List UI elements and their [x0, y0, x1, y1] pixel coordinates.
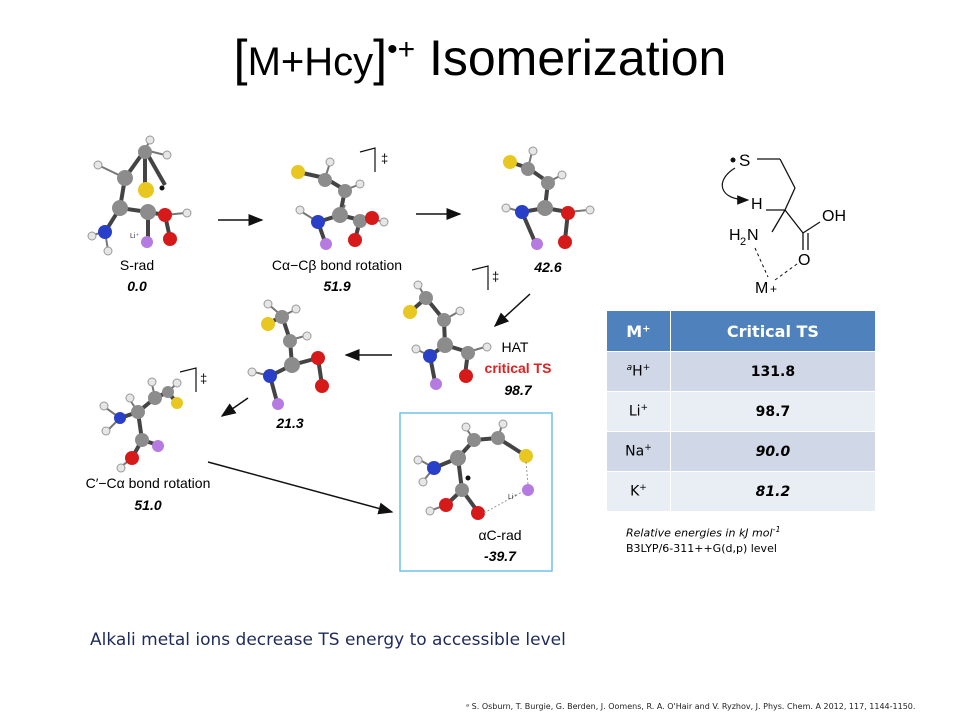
citation: ᵃ S. Osburn, T. Burgie, G. Berden, J. Oo… — [466, 702, 916, 711]
molecule-alpha-c-rad: Li⁺ αC-rad -39.7 — [399, 412, 553, 572]
molecule-hat-critical-ts: ‡ HAT critical TS 98.7 — [403, 265, 552, 398]
reaction-arrow — [493, 293, 531, 328]
reaction-arrow — [207, 461, 394, 515]
table-row: Li+ 98.7 — [606, 391, 877, 432]
conclusion-text: Alkali metal ions decrease TS energy to … — [90, 630, 566, 650]
molecule-intermediate-21-3: 21.3 — [247, 299, 329, 431]
highlight-box — [399, 412, 553, 572]
step-energy: 21.3 — [275, 415, 303, 431]
table-row: K+ 81.2 — [606, 471, 877, 512]
page-title: [M+Hcy]•+ Isomerization — [233, 30, 727, 86]
ion-cell: Na+ — [606, 431, 671, 472]
table-row: Na+ 90.0 — [606, 431, 877, 472]
scheme-metal: M — [755, 280, 768, 297]
molecule-c-prime-ca-rotation-ts: ‡ C′−Cα bond rotation 51.0 — [86, 367, 211, 513]
ts-mark: ‡ — [200, 371, 207, 386]
hat-arrow — [721, 167, 750, 205]
step-energy: 98.7 — [504, 382, 532, 398]
critical-ts-label: critical TS — [485, 360, 552, 376]
ts-mark: ‡ — [492, 269, 499, 284]
scheme-hydroxyl: OH — [822, 208, 846, 225]
scheme-sulfur: S — [739, 151, 750, 170]
step-label: S-rad — [120, 257, 154, 273]
scheme-nitrogen: N — [747, 227, 759, 244]
ion-cell: K+ — [606, 471, 671, 512]
molecule-s-rad: Li⁺ S-rad 0.0 — [87, 135, 192, 294]
reaction-arrow — [220, 397, 249, 417]
level-note: B3LYP/6-311++G(d,p) level — [626, 542, 777, 555]
table-row: aH+ 131.8 — [606, 351, 877, 392]
value-cell: 81.2 — [669, 471, 877, 512]
scheme-h2: H — [729, 227, 741, 244]
radical-dot — [730, 157, 736, 163]
step-label-hat: HAT — [502, 339, 529, 355]
step-energy: 0.0 — [127, 278, 147, 294]
table-header-critical-ts: Critical TS — [669, 310, 877, 352]
step-label: Cα−Cβ bond rotation — [272, 257, 402, 273]
metal-label: Li⁺ — [130, 233, 139, 240]
value-cell: 90.0 — [669, 431, 877, 472]
ts-mark: ‡ — [381, 151, 388, 166]
metal-label: Li⁺ — [508, 494, 517, 501]
structural-scheme: S H OH H 2 N O M + — [721, 151, 846, 297]
critical-ts-table: M⁺ Critical TS aH+ 131.8 Li+ 98.7 Na+ 90… — [606, 310, 877, 512]
step-energy: 51.9 — [323, 278, 350, 294]
step-label: αC-rad — [478, 527, 521, 543]
step-energy: 51.0 — [134, 497, 161, 513]
scheme-oxygen: O — [798, 252, 810, 269]
ion-cell: aH+ — [606, 351, 671, 392]
molecule-intermediate-42-6: 42.6 — [501, 146, 595, 275]
units-note: Relative energies in kJ mol-1 — [626, 525, 781, 540]
table-header-ion: M⁺ — [606, 310, 671, 352]
step-energy: -39.7 — [484, 548, 517, 564]
step-label: C′−Cα bond rotation — [86, 475, 211, 491]
svg-text:2: 2 — [740, 236, 746, 248]
svg-text:+: + — [770, 282, 777, 296]
scheme-hydrogen: H — [751, 196, 763, 213]
ion-cell: Li+ — [606, 391, 671, 432]
step-energy: 42.6 — [533, 259, 561, 275]
molecule-ca-cb-rotation-ts: ‡ Cα−Cβ bond rotation 51.9 — [272, 147, 402, 294]
value-cell: 131.8 — [669, 351, 877, 392]
value-cell: 98.7 — [669, 391, 877, 432]
